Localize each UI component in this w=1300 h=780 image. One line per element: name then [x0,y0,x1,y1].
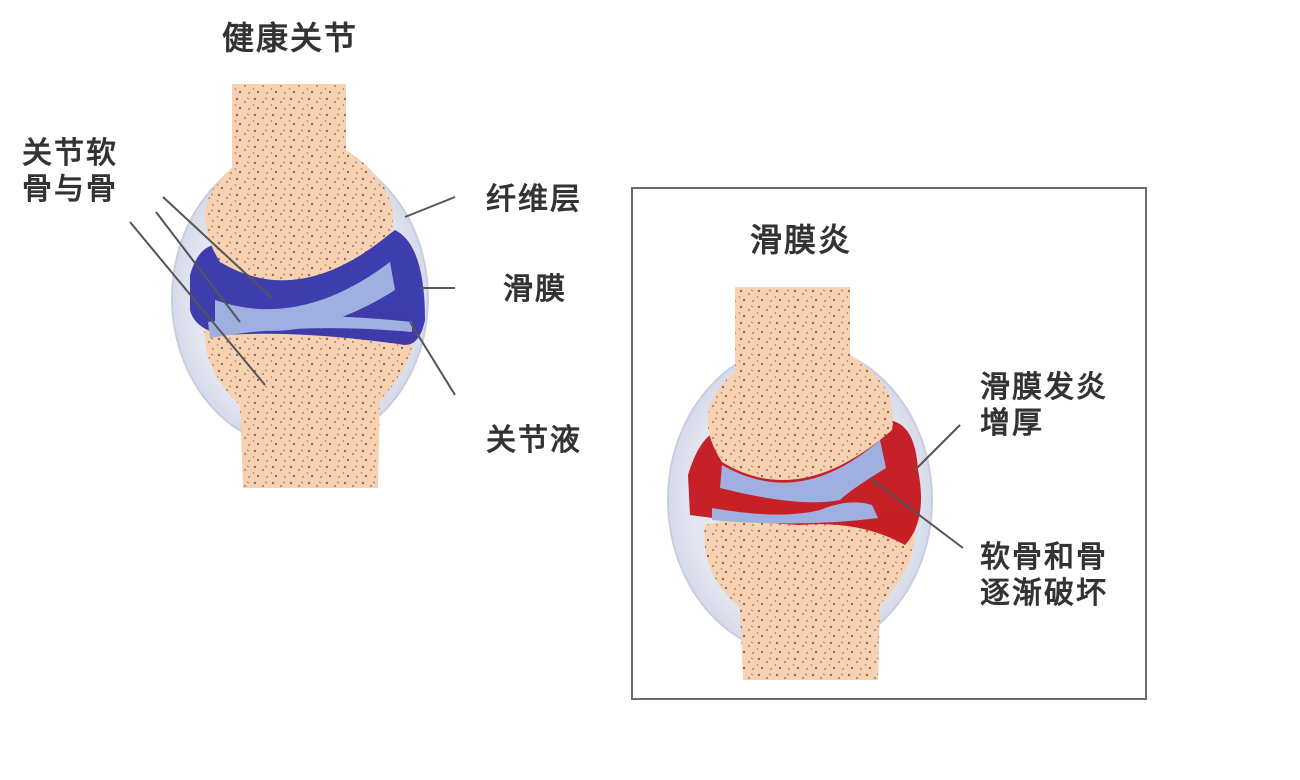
synovitis-title: 滑膜炎 [750,221,853,259]
leader-cartilage-2 [155,211,241,323]
leader-fibrous [404,196,456,218]
label-synovium: 滑膜 [503,272,567,307]
synovitis-panel-frame [631,187,1147,700]
healthy-joint-title: 健康关节 [222,19,359,57]
healthy-lower-cartilage [208,316,412,338]
synovitis-lower-cartilage [712,502,878,524]
label-cartilage-bone-destruction: 软骨和骨 逐渐破坏 [980,540,1108,611]
leader-fluid [409,321,456,396]
synovitis-upper-bone [707,287,894,480]
synovitis-lower-bone [704,511,916,680]
leader-thickened [914,424,961,471]
healthy-cartilage [215,262,395,331]
synovitis-cartilage [720,440,886,503]
healthy-joint-illustration [129,84,456,488]
healthy-upper-bone [205,84,394,281]
label-fibrous-layer: 纤维层 [486,182,582,217]
leader-cartilage-3 [129,221,266,386]
label-synovial-fluid: 关节液 [486,423,582,458]
label-synovium-inflamed-thickened: 滑膜发炎 增厚 [980,370,1108,441]
synovitis-joint-illustration [667,287,964,680]
label-cartilage-and-bone: 关节软 骨与骨 [22,136,118,207]
leader-destruction [869,477,964,549]
leader-cartilage-1 [162,196,273,299]
healthy-lower-bone [204,307,416,488]
